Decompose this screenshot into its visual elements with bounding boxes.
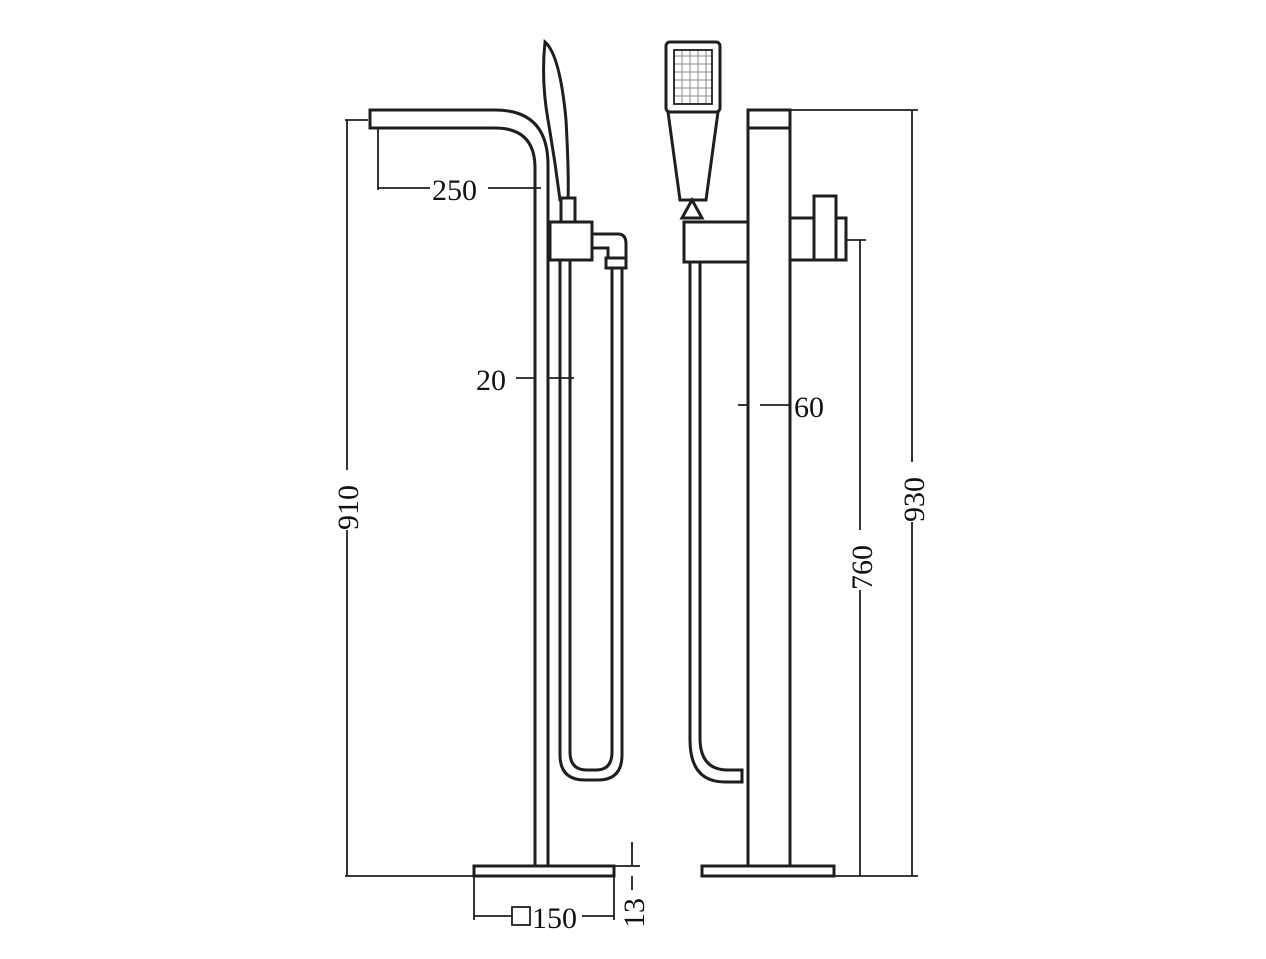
left-mixer-body [548, 220, 594, 262]
base-square-symbol [511, 906, 531, 926]
left-hose-nut [604, 256, 628, 270]
right-hose [688, 260, 744, 784]
left-hose-inner [568, 260, 614, 772]
right-handle-lever [812, 194, 838, 262]
dim-930-label: 930 [898, 477, 931, 522]
left-base-plate [472, 864, 616, 878]
left-view: 250 20 910 150 13 [332, 38, 651, 935]
dim-150-label: 150 [532, 902, 577, 935]
left-hose [558, 260, 624, 782]
dim-20-label: 20 [476, 364, 506, 397]
dim-250-label: 250 [432, 174, 477, 207]
right-view: 60 760 930 [664, 40, 931, 878]
left-spout-outer [368, 108, 550, 870]
right-hose-inner [698, 260, 744, 772]
dim-910-label: 910 [332, 485, 365, 530]
right-column [746, 108, 792, 870]
left-shower-holder [559, 196, 577, 224]
dim-60-label: 60 [794, 391, 824, 424]
left-hose-connector [590, 232, 628, 260]
right-base-plate [700, 864, 836, 878]
dim-760-label: 760 [846, 545, 879, 590]
right-shower-handle [666, 110, 720, 202]
right-mixer-body [682, 220, 750, 264]
right-shower-mesh [673, 49, 713, 105]
right-shower-tip [679, 196, 705, 220]
left-spout-inner [368, 126, 537, 870]
dim-13-label: 13 [618, 898, 651, 928]
